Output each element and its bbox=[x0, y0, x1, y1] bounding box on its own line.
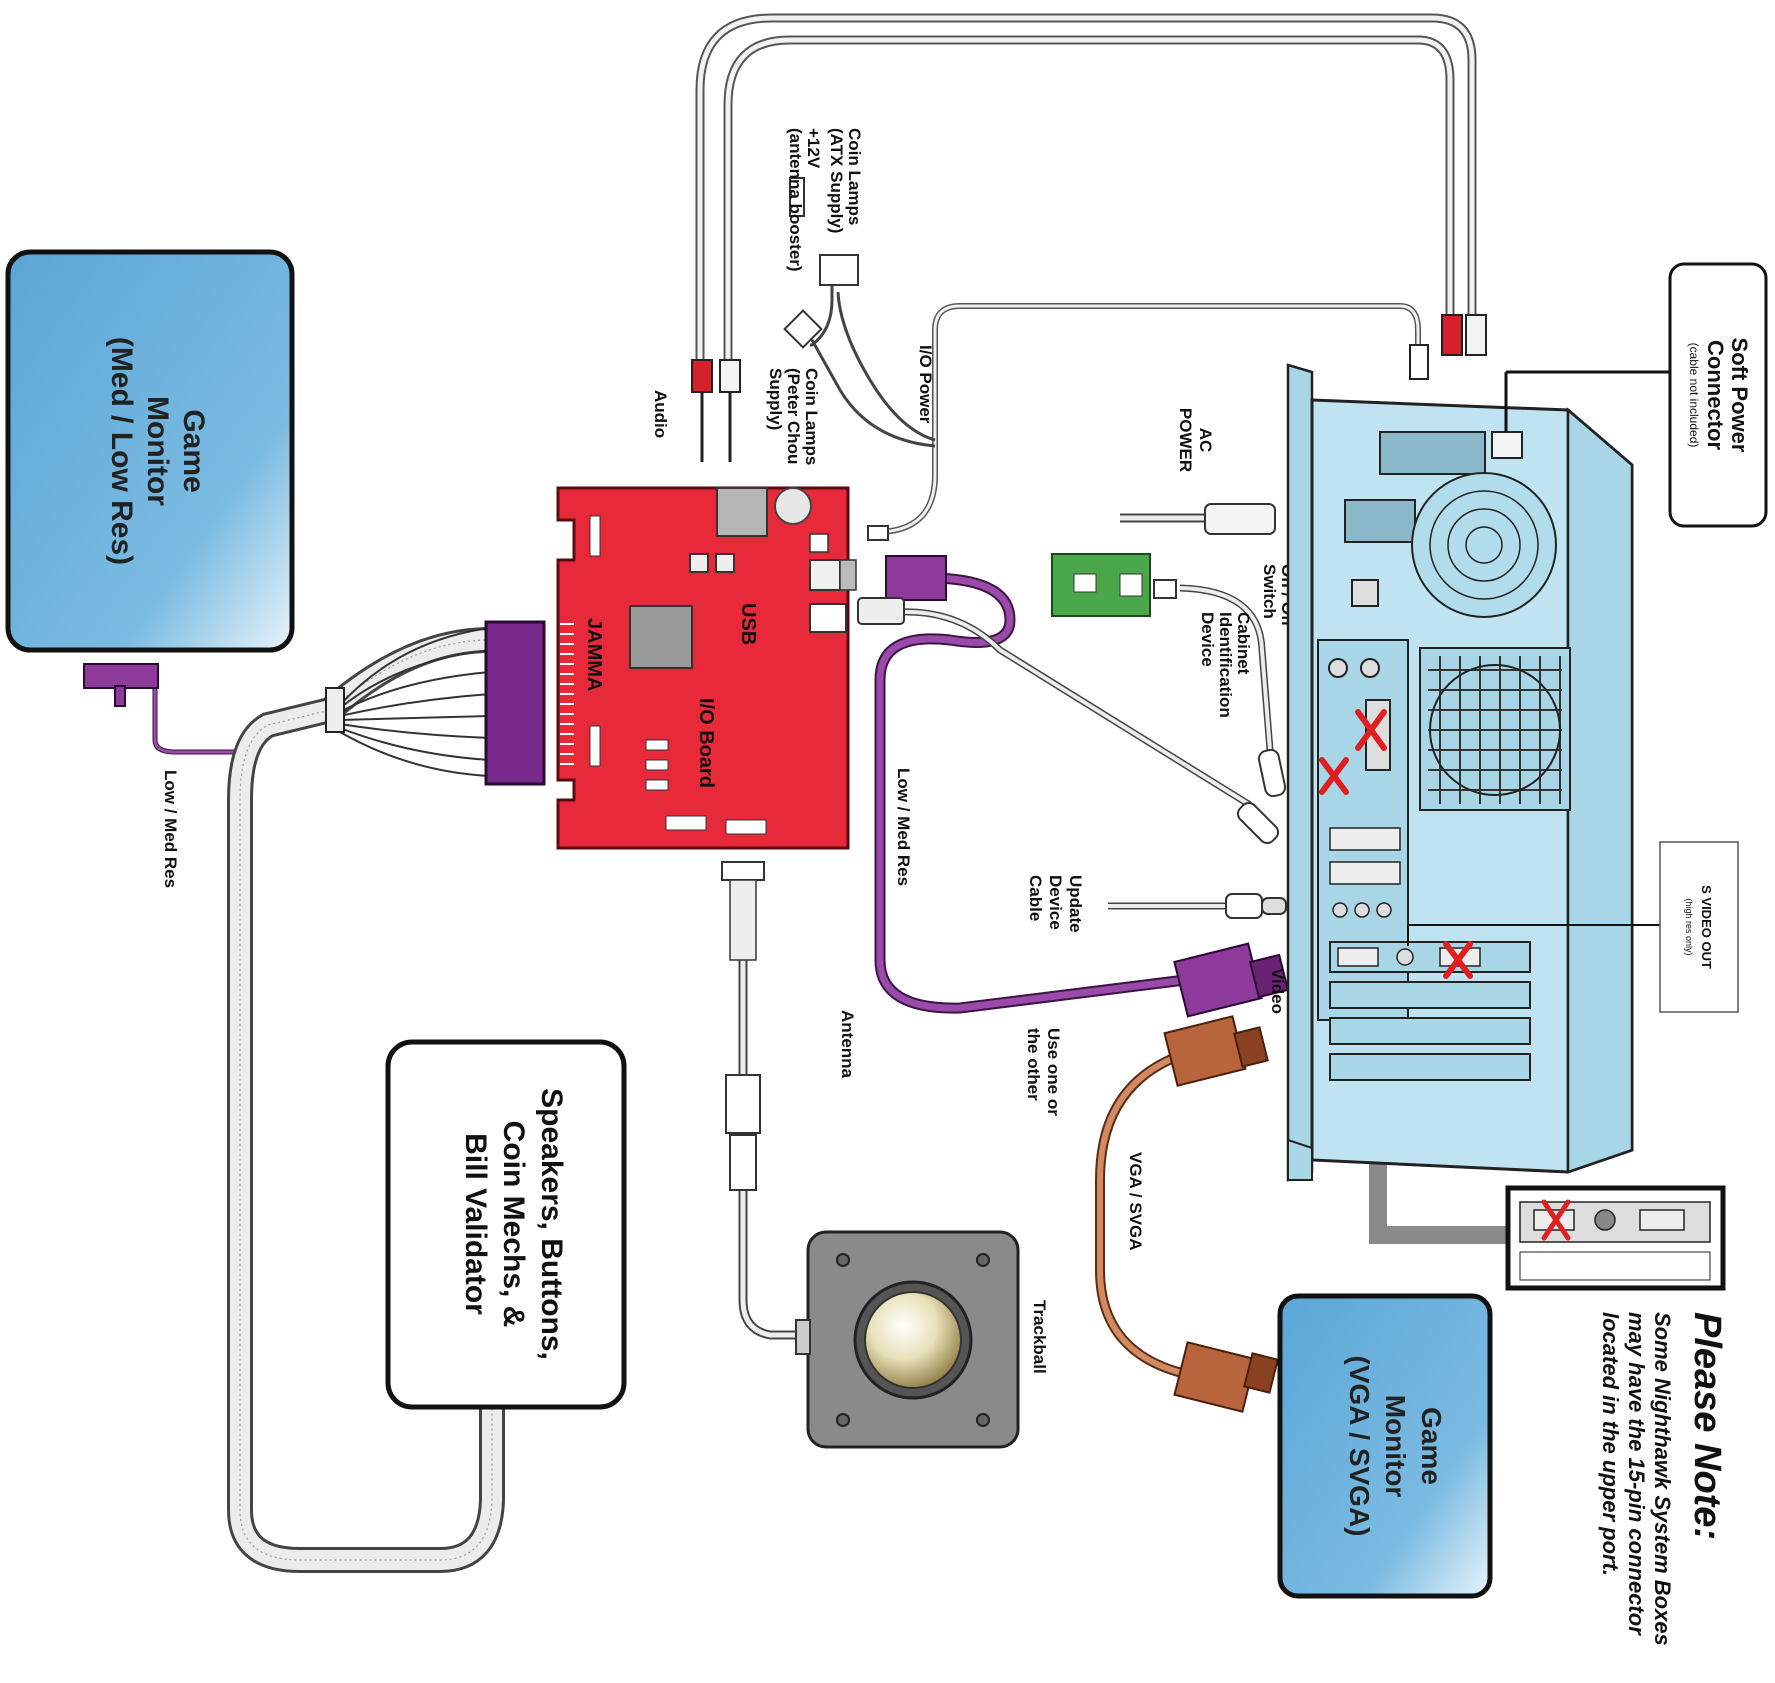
vga-cable bbox=[1095, 1047, 1192, 1380]
antenna-connector bbox=[721, 861, 765, 1191]
plus12v-line2: (antenna booster) bbox=[786, 128, 805, 272]
cabinet-id-line2: Identification bbox=[1216, 612, 1235, 718]
coin-lamps-plugs bbox=[783, 177, 859, 349]
plus12v-label: +12V (antenna booster) bbox=[786, 128, 823, 272]
ac-power-line1: AC bbox=[1196, 428, 1215, 453]
s-video-line1: S VIDEO OUT bbox=[1699, 885, 1714, 969]
pc-tower bbox=[1286, 363, 1634, 1182]
jamma-connector bbox=[484, 620, 546, 786]
game-monitor-low-line3: (Med / Low Res) bbox=[105, 337, 138, 565]
plus12v-line1: +12V bbox=[804, 128, 823, 169]
red-x-marks bbox=[1319, 709, 1473, 979]
video-label: Video bbox=[1268, 968, 1287, 1014]
game-monitor-low-line2: Monitor bbox=[141, 396, 174, 506]
coin-lamps-cable bbox=[810, 262, 936, 448]
please-note-line3: located in the upper port. bbox=[1598, 1312, 1623, 1576]
jamma-harness bbox=[227, 627, 505, 1573]
vga-connector-bottom bbox=[1173, 1341, 1279, 1413]
please-note: Please Note: bbox=[1686, 1312, 1728, 1540]
coin-lamps-peter-line1: Coin Lamps bbox=[802, 368, 821, 465]
board-purple-connector bbox=[885, 555, 947, 601]
antenna-cable bbox=[738, 875, 810, 1340]
update-device-label: Update Device Cable bbox=[1026, 875, 1085, 933]
speakers-buttons-box: Speakers, Buttons, Coin Mechs, & Bill Va… bbox=[385, 1039, 627, 1410]
io-power-plug bbox=[867, 525, 889, 541]
soft-power-callout: Soft Power Connector (cable not included… bbox=[1668, 262, 1768, 528]
vga-connector-top bbox=[1163, 1015, 1269, 1087]
coin-lamps-peter-line3: Supply) bbox=[766, 368, 785, 430]
speakers-line2: Coin Mechs, & bbox=[497, 1121, 530, 1328]
game-monitor-vga: Game Monitor (VGA / SVGA) bbox=[1277, 1293, 1493, 1599]
coin-lamps-peter-label: Coin Lamps (Peter Chou Supply) bbox=[766, 368, 821, 465]
update-device-cable bbox=[1108, 893, 1287, 919]
coin-lamps-peter-line2: (Peter Chou bbox=[784, 368, 803, 464]
audio-label: Audio bbox=[651, 390, 670, 438]
harness-clip bbox=[325, 687, 345, 733]
update-device-line1: Update bbox=[1066, 875, 1085, 933]
game-monitor-vga-line2: Monitor bbox=[1380, 1395, 1411, 1498]
coin-lamps-atx-line2: (ATX Supply) bbox=[827, 128, 846, 233]
game-monitor-low-line1: Game bbox=[177, 409, 210, 492]
io-board-label: I/O Board bbox=[695, 698, 717, 788]
usb-label: USB bbox=[737, 603, 759, 645]
cabinet-id-plug bbox=[1236, 801, 1280, 845]
game-monitor-vga-line1: Game bbox=[1416, 1407, 1447, 1485]
ac-power-cord bbox=[1120, 503, 1276, 535]
low-med-res-mid-label: Low / Med Res bbox=[894, 768, 913, 886]
speakers-line3: Bill Validator bbox=[459, 1133, 492, 1315]
cabinet-id-label: Cabinet Identification Device bbox=[1198, 612, 1253, 718]
please-note-line2: may have the 15-pin connector bbox=[1624, 1312, 1649, 1636]
game-monitor-vga-line3: (VGA / SVGA) bbox=[1344, 1356, 1375, 1537]
coin-lamps-atx-line1: Coin Lamps bbox=[845, 128, 864, 225]
trackball bbox=[795, 1230, 1020, 1449]
please-note-body: Some Nighthawk System Boxes may have the… bbox=[1598, 1312, 1675, 1646]
cabinet-id-cable bbox=[899, 584, 1274, 808]
antenna-label: Antenna bbox=[838, 1010, 857, 1079]
use-one-line1: Use one or bbox=[1044, 1028, 1063, 1116]
audio-rca-plugs bbox=[691, 314, 1487, 462]
audio-cable bbox=[695, 13, 1477, 370]
update-device-line2: Device bbox=[1046, 875, 1065, 930]
trackball-label: Trackball bbox=[1030, 1300, 1049, 1374]
please-note-line1: Some Nighthawk System Boxes bbox=[1650, 1312, 1675, 1646]
io-board: USB JAMMA I/O Board bbox=[556, 486, 857, 850]
low-med-res-left-label: Low / Med Res bbox=[161, 770, 180, 888]
io-power-cable bbox=[879, 303, 1421, 535]
video-connector-purple bbox=[1173, 942, 1290, 1018]
coin-lamps-atx-label: Coin Lamps (ATX Supply) bbox=[827, 128, 864, 233]
update-device-line3: Cable bbox=[1026, 875, 1045, 921]
use-one-line2: the other bbox=[1024, 1028, 1043, 1101]
on-off-switch-pcb bbox=[1051, 553, 1177, 617]
soft-power-line3: (cable not included) bbox=[1687, 343, 1701, 448]
use-one-label: Use one or the other bbox=[1024, 1028, 1063, 1116]
jamma-label: JAMMA bbox=[583, 618, 605, 691]
please-note-title: Please Note: bbox=[1686, 1312, 1728, 1540]
on-off-line2: Switch bbox=[1260, 564, 1279, 619]
cabinet-id-line1: Cabinet bbox=[1234, 612, 1253, 675]
soft-power-line2: Connector bbox=[1703, 340, 1728, 450]
ac-power-label: AC POWER bbox=[1176, 408, 1215, 472]
cabinet-id-line3: Device bbox=[1198, 612, 1217, 667]
game-monitor-low-res: Game Monitor (Med / Low Res) bbox=[5, 249, 295, 707]
s-video-line2: (high res only) bbox=[1684, 898, 1694, 955]
soft-power-line1: Soft Power bbox=[1727, 338, 1752, 453]
note-port-image bbox=[1505, 1185, 1726, 1291]
vga-svga-label: VGA / SVGA bbox=[1126, 1152, 1145, 1251]
board-usb-plug bbox=[857, 597, 905, 625]
on-off-plug bbox=[1257, 748, 1287, 798]
speakers-line1: Speakers, Buttons, bbox=[535, 1088, 568, 1360]
ac-power-line2: POWER bbox=[1176, 408, 1195, 472]
s-video-callout: S VIDEO OUT (high res only) bbox=[1659, 841, 1739, 1013]
io-power-label: I/O Power bbox=[916, 345, 935, 424]
